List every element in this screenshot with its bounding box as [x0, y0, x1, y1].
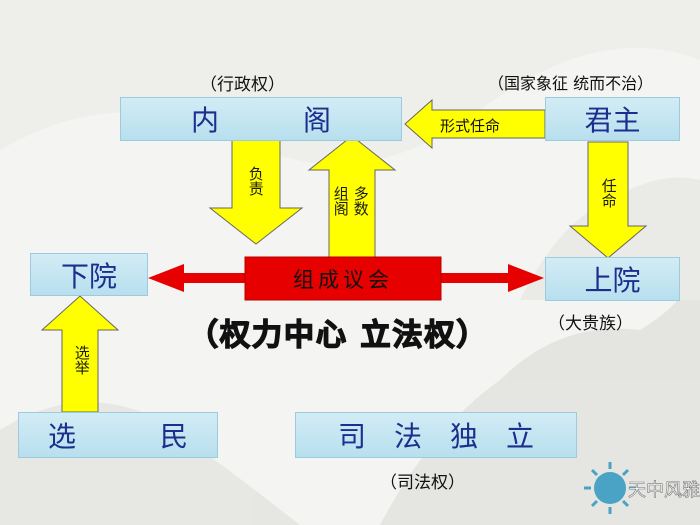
- watermark-text: 天中风雅: [628, 480, 700, 502]
- sun-logo-icon: [584, 462, 636, 514]
- formal-appointment-label: 形式任命: [440, 117, 501, 135]
- cabinet-box: 内 阁: [120, 97, 402, 141]
- appointment-label: 任命: [599, 178, 618, 208]
- responsible-label: 负责: [246, 166, 265, 196]
- majority-label-col2: 多数: [351, 186, 370, 216]
- lower-house-box: 下院: [30, 253, 148, 296]
- voters-box: 选 民: [18, 412, 218, 458]
- power-center-note: （权力中心 立法权）: [187, 317, 489, 354]
- majority-label-col1: 组阁: [331, 186, 350, 216]
- parliament-box: [244, 256, 442, 301]
- appointment-arrow: [568, 141, 648, 259]
- monarch-role-note: （国家象征 统而不治）: [488, 74, 654, 93]
- responsible-arrow: [208, 139, 304, 245]
- upper-house-box: 上院: [545, 257, 680, 301]
- election-label: 选举: [72, 345, 91, 375]
- parliament-label: 组成议会: [293, 267, 393, 292]
- monarch-box: 君主: [545, 97, 680, 141]
- judicial-power-note: （司法权）: [380, 473, 465, 493]
- executive-power-note: （行政权）: [200, 75, 285, 95]
- judiciary-box: 司 法 独 立: [295, 412, 577, 458]
- aristocracy-note: （大贵族）: [548, 314, 633, 334]
